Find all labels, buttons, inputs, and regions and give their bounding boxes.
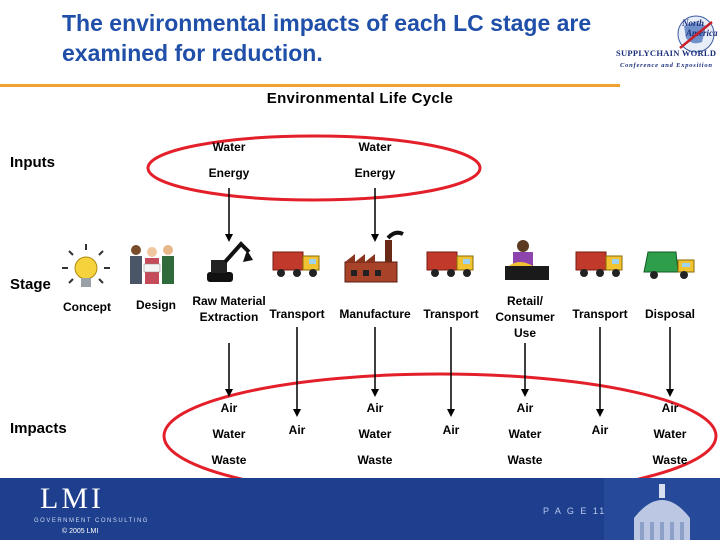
input-group-raw-material: Water Energy [189, 134, 269, 186]
stage-label-concept: Concept [63, 300, 111, 314]
footer-subtitle: GOVERNMENT CONSULTING [34, 518, 149, 524]
impact-air: Air [220, 401, 238, 415]
impact-water: Water [508, 427, 542, 441]
input-water: Water [212, 140, 246, 154]
input-energy: Energy [354, 166, 396, 180]
page-number: P A G E 11 [543, 506, 607, 516]
inputs-highlight-ring [146, 134, 482, 202]
stage-label-raw-material: Raw Material Extraction [192, 294, 266, 324]
globe-icon [684, 23, 706, 44]
logo-line2: America [685, 28, 718, 38]
people-icon [130, 245, 174, 284]
impact-waste: Waste [507, 453, 543, 467]
lightbulb-icon [62, 244, 110, 287]
impact-waste: Waste [357, 453, 393, 467]
row-label-inputs: Inputs [10, 154, 55, 171]
impact-air: Air [591, 423, 609, 437]
input-water: Water [358, 140, 392, 154]
impact-air: Air [288, 423, 306, 437]
truck-icon [575, 251, 623, 277]
logo-swoosh [679, 21, 713, 49]
row-label-stage: Stage [10, 276, 51, 293]
input-energy: Energy [208, 166, 250, 180]
impact-group-transport-1: Air [262, 417, 332, 443]
impact-group-raw-material: Air Water Waste [194, 395, 264, 473]
stage-label-design: Design [135, 298, 176, 312]
impact-group-retail: Air Water Waste [490, 395, 560, 473]
footer-copyright: © 2005 LMI [62, 528, 99, 535]
stage-label-transport-1: Transport [269, 307, 325, 321]
truck-icon [426, 251, 474, 277]
stage-label-retail: Retail/ Consumer Use [495, 294, 555, 340]
logo-line4: Conference and Exposition [620, 62, 712, 69]
footer-brand: LMI [40, 482, 104, 515]
impact-air: Air [661, 401, 679, 415]
impact-air: Air [366, 401, 384, 415]
impact-water: Water [212, 427, 246, 441]
stage-label-transport-3: Transport [572, 307, 628, 321]
excavator-icon [207, 241, 253, 282]
impact-group-disposal: Air Water Waste [635, 395, 705, 473]
row-label-impacts: Impacts [10, 420, 67, 437]
impact-air: Air [442, 423, 460, 437]
logo-line1: North [681, 18, 704, 28]
impact-water: Water [653, 427, 687, 441]
logo-line3: SUPPLYCHAIN WORLD [616, 48, 716, 58]
truck-icon [272, 251, 320, 277]
impact-air: Air [516, 401, 534, 415]
stage-label-transport-2: Transport [423, 307, 479, 321]
footer-bar [0, 478, 720, 540]
impact-group-transport-2: Air [416, 417, 486, 443]
impact-waste: Waste [211, 453, 247, 467]
stage-label-manufacture: Manufacture [339, 307, 411, 321]
garbage-truck-icon [643, 251, 695, 279]
impact-water: Water [358, 427, 392, 441]
impact-group-manufacture: Air Water Waste [340, 395, 410, 473]
diagram-title: Environmental Life Cycle [266, 90, 454, 107]
shopper-icon [505, 240, 549, 280]
stage-label-disposal: Disposal [644, 307, 695, 321]
supply-chain-world-logo: North America SUPPLYCHAIN WORLD Conferen… [616, 15, 718, 69]
title-divider [0, 84, 620, 87]
capitol-dome-icon [604, 478, 720, 540]
impact-waste: Waste [652, 453, 688, 467]
slide-title: The environmental impacts of each LC sta… [62, 10, 592, 66]
impact-group-transport-3: Air [565, 417, 635, 443]
input-group-manufacture: Water Energy [335, 134, 415, 186]
factory-icon [344, 230, 404, 283]
